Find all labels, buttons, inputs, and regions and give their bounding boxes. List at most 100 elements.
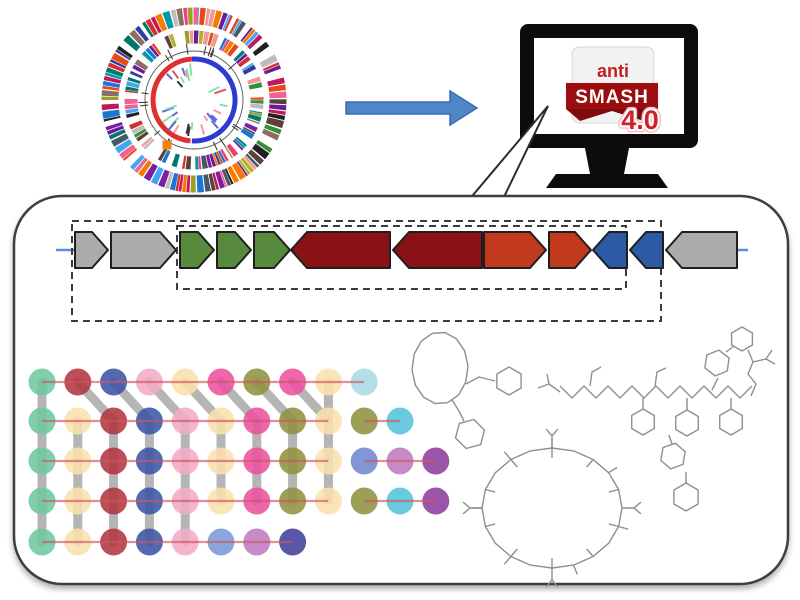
chem-bond: [730, 326, 754, 352]
chem-bond: [586, 459, 594, 468]
inner-feature-tick: [179, 76, 186, 84]
chem-bond: [704, 349, 730, 377]
genome-ring-segment: [224, 15, 233, 32]
genome-ring-segment: [240, 27, 253, 42]
chem-bond: [765, 358, 776, 365]
gc-tick: [219, 137, 226, 147]
chem-bond: [589, 366, 602, 387]
genome-ring-segment: [221, 39, 230, 52]
genome-ring-segment: [208, 173, 216, 191]
genome-ring-segment: [263, 65, 282, 75]
genome-ring-segment: [127, 76, 141, 84]
inner-feature-tick: [176, 80, 184, 88]
genome-ring-segment: [251, 143, 270, 160]
inner-feature-tick: [171, 70, 180, 80]
genome-ring-segment: [111, 52, 130, 67]
chem-bond: [673, 482, 699, 512]
gc-tick: [209, 47, 215, 58]
gc-tick: [203, 46, 207, 56]
chem-bond: [546, 373, 550, 385]
logo-ribbon-fold: [566, 109, 658, 121]
chem-bond: [608, 488, 619, 493]
chem-bond: [465, 376, 496, 385]
gene-arrow: [74, 231, 109, 269]
genome-ring-segment: [157, 148, 168, 162]
genome-ring-segment: [150, 166, 164, 185]
inner-feature-tick: [161, 114, 174, 124]
chem-bond: [510, 459, 518, 468]
genome-ring-segment: [235, 53, 248, 64]
chem-bond: [462, 507, 471, 515]
genome-ring-segment: [237, 56, 251, 68]
genome-ring-segment: [207, 9, 216, 27]
gc-tick: [186, 43, 189, 55]
genome-ring-segment: [126, 111, 140, 119]
inner-feature-tick: [172, 124, 180, 134]
genome-ring-segment: [158, 169, 170, 188]
inner-feature-tick: [181, 67, 187, 76]
genome-ring-segment: [125, 86, 139, 92]
genome-ring-segment: [247, 113, 262, 122]
genome-ring-segment: [164, 35, 173, 49]
genome-ring-segment: [133, 128, 147, 138]
logo-text-anti: anti: [597, 61, 629, 81]
inner-feature-tick: [200, 124, 206, 135]
logo-version: 4.0: [621, 105, 659, 135]
chem-bond: [559, 385, 753, 399]
genome-ring-segment: [248, 82, 263, 90]
genome-ring-segment: [164, 171, 174, 189]
gene-cluster-diagram: [56, 220, 748, 322]
genome-ring-segment: [202, 31, 210, 45]
chem-bond: [618, 525, 629, 530]
inner-feature-tick: [203, 115, 209, 122]
inner-feature-tick: [219, 103, 228, 108]
genome-ring-segment: [219, 170, 228, 188]
cluster-marker: [162, 140, 172, 150]
monitor-stand-base: [546, 174, 668, 188]
chem-bond: [510, 548, 518, 557]
genome-ring-segment: [142, 21, 154, 38]
genome-ring-segment: [136, 131, 149, 142]
genome-ring-segment: [242, 64, 257, 75]
cluster-boundary-box: [71, 220, 662, 322]
genome-ring-segment: [200, 155, 209, 169]
inner-feature-tick: [166, 120, 177, 132]
chem-bond: [633, 501, 642, 509]
genome-ring-segment: [176, 8, 185, 26]
chem-bond: [608, 523, 619, 528]
chem-bond: [545, 428, 553, 437]
genome-ring-segment: [108, 129, 126, 140]
genome-ring-segment: [229, 18, 240, 35]
genome-ring-segment: [135, 25, 149, 42]
genome-ring-segment: [131, 124, 145, 135]
logo-version-glow: 4.0: [621, 105, 659, 135]
genome-ring-segment: [115, 49, 131, 61]
genome-ring-segment: [105, 122, 123, 131]
chem-bond: [711, 377, 719, 391]
chem-bond: [503, 556, 512, 565]
inner-feature-tick: [210, 120, 219, 129]
genome-ring-segment: [265, 117, 285, 129]
genome-ring-segment: [161, 150, 171, 164]
genome-ring-segment: [111, 133, 129, 147]
genome-ring-segment: [145, 47, 157, 60]
logo-text-smash: SMASH: [575, 87, 649, 108]
genome-ring-segment: [231, 162, 247, 180]
chem-bond: [660, 442, 686, 470]
genome-ring-segment: [141, 50, 154, 63]
chem-bond: [485, 523, 496, 528]
genome-ring-segment: [104, 72, 122, 80]
genome-ring-segment: [233, 21, 246, 38]
genome-ring-segment: [220, 148, 229, 162]
genome-ring-segment: [227, 165, 240, 184]
genome-ring-segment: [122, 148, 138, 161]
chemical-structures: [411, 326, 776, 588]
chem-bond: [485, 488, 496, 493]
chem-bond: [719, 408, 743, 436]
genome-ring-segment: [243, 155, 257, 170]
genome-ring-segment: [247, 76, 261, 85]
genome-ring-segment: [107, 62, 126, 73]
genome-ring-segment: [259, 54, 278, 68]
chem-bond: [675, 409, 699, 437]
